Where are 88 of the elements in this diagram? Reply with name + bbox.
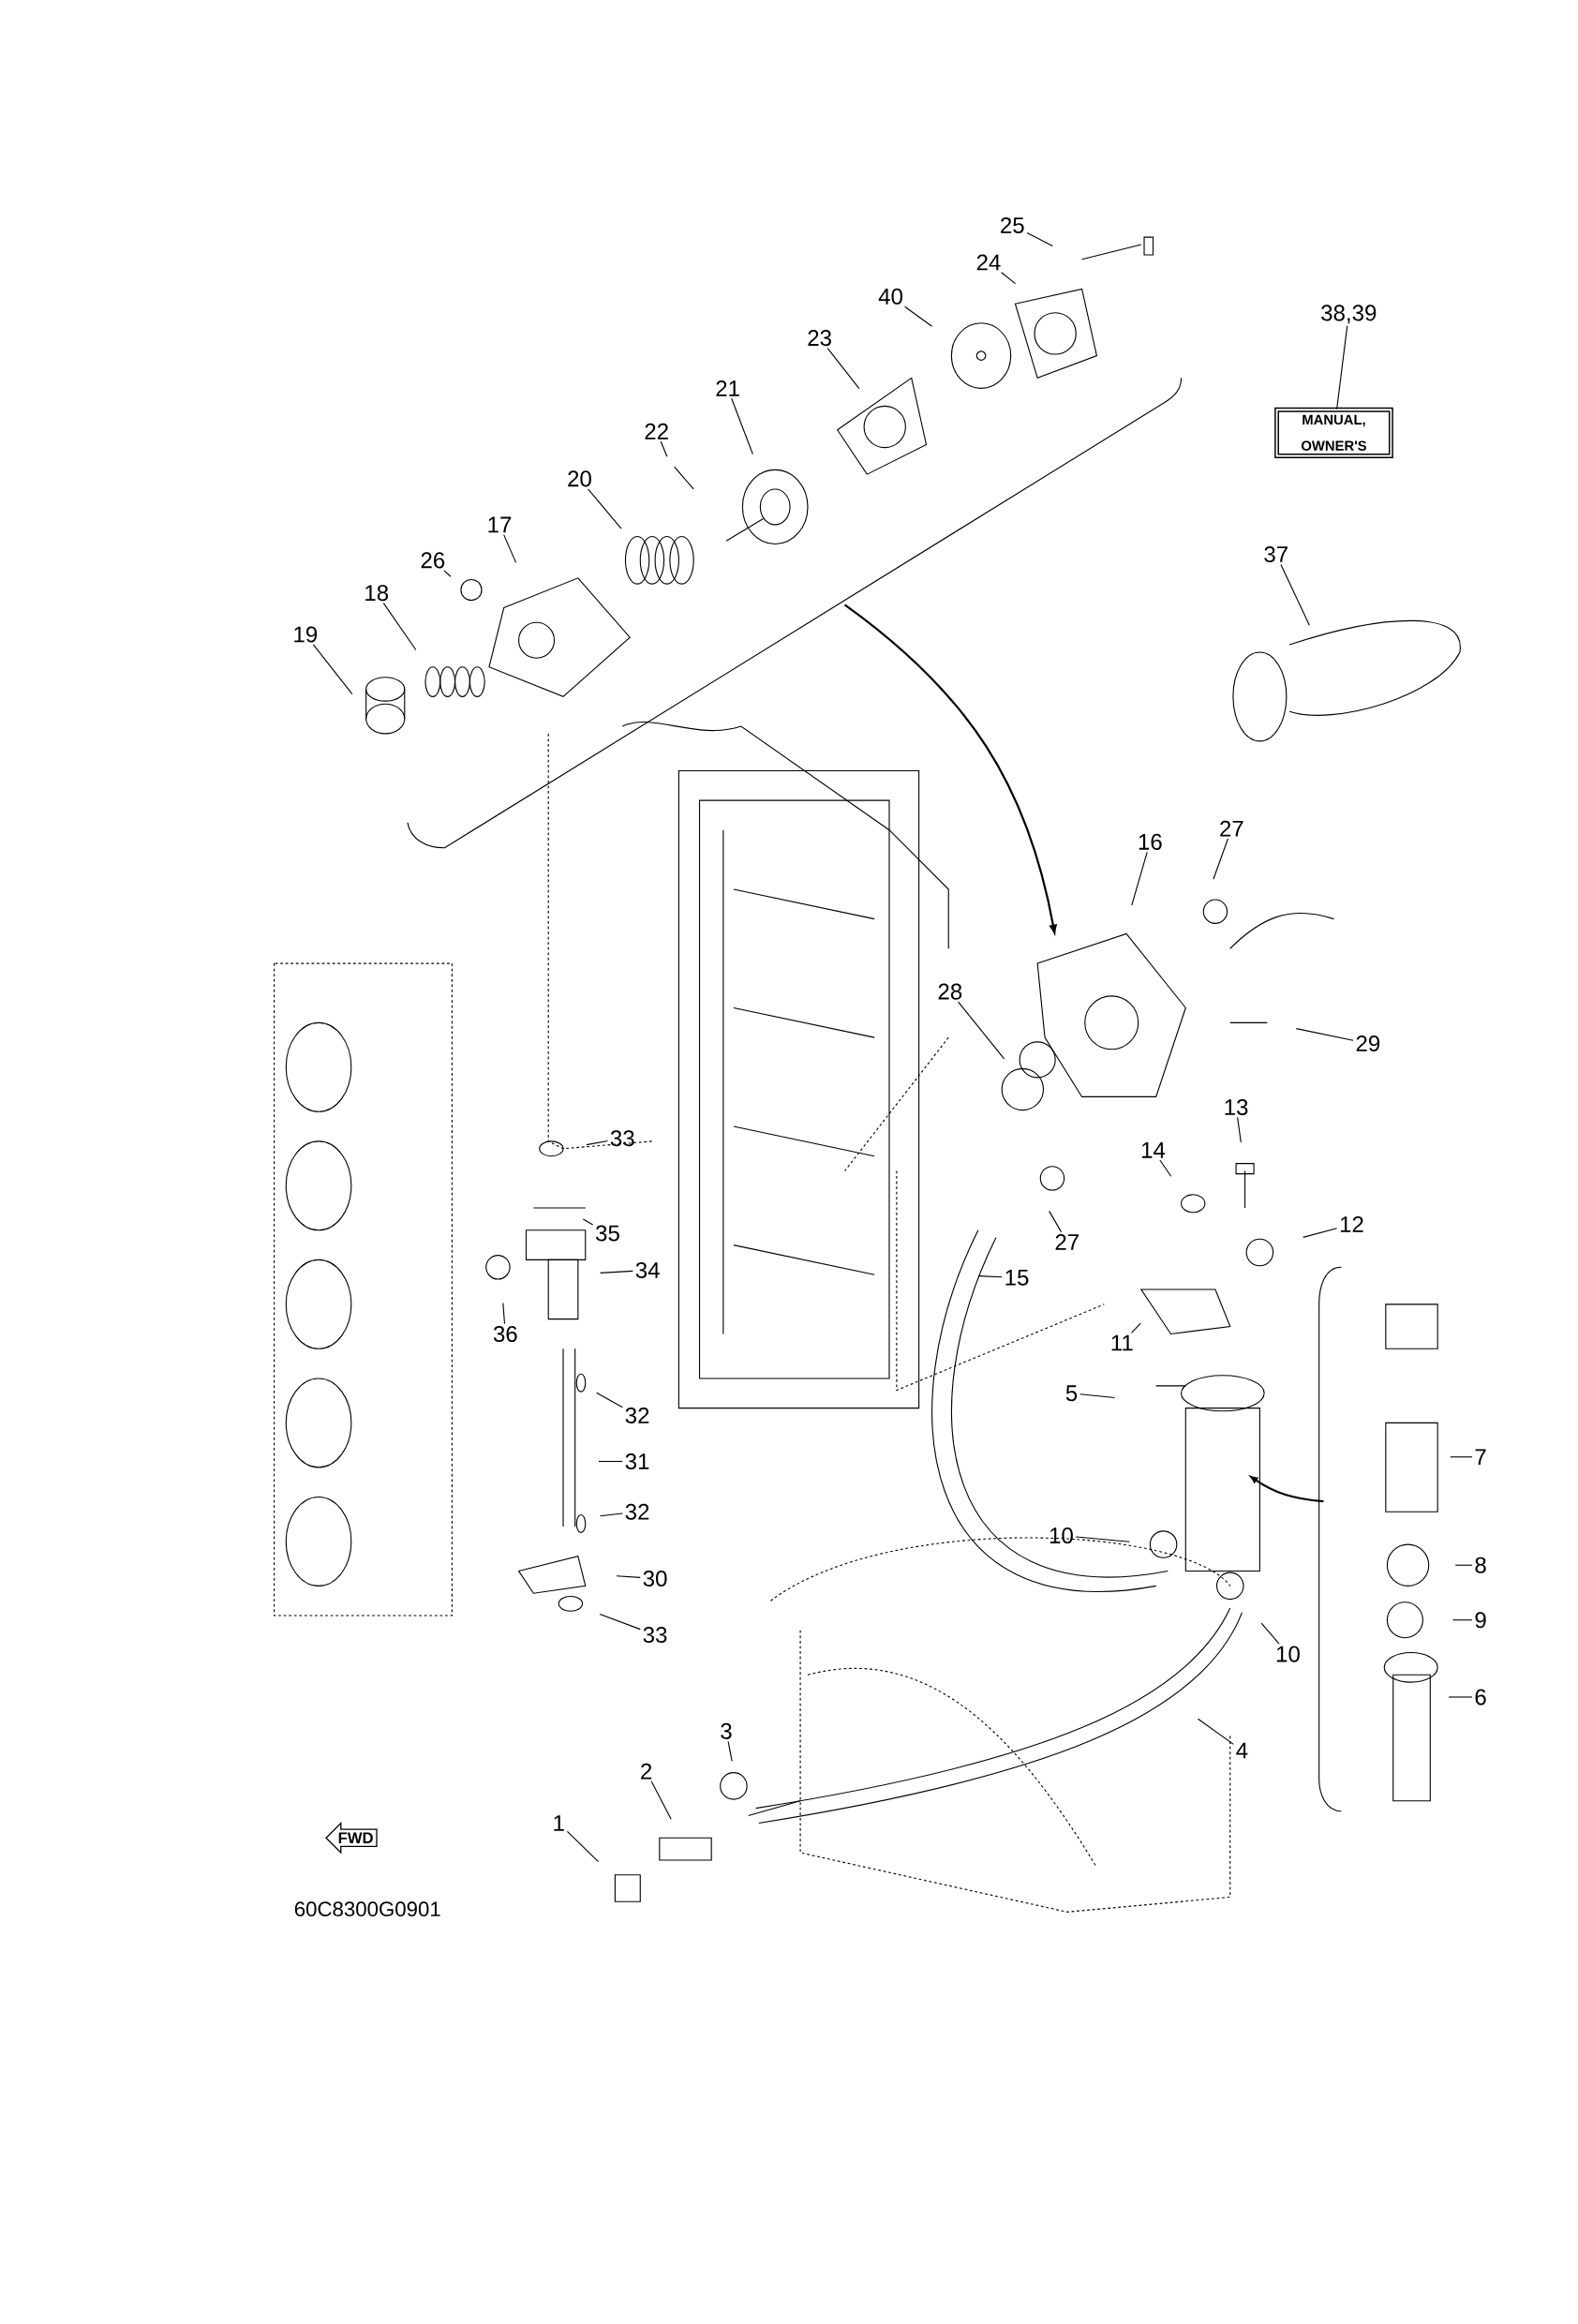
- leader-line: [1295, 1028, 1354, 1041]
- callout-number: 4: [1236, 1742, 1248, 1759]
- callout-number: 1: [554, 1815, 564, 1831]
- callout-number: 40: [878, 288, 902, 305]
- callout-number: 38,39: [1320, 305, 1377, 324]
- leader-line: [1448, 1696, 1473, 1698]
- callout-number: 14: [1141, 1142, 1165, 1158]
- leader-line: [903, 305, 932, 327]
- callout-number: 7: [1475, 1449, 1486, 1466]
- callout-number: 21: [716, 380, 739, 396]
- leader-line: [727, 1740, 733, 1763]
- callout-number: 11: [1111, 1334, 1133, 1351]
- callout-number: 37: [1264, 546, 1288, 563]
- leader-line: [586, 1140, 608, 1146]
- leader-line: [566, 1830, 599, 1863]
- leader-line: [1280, 563, 1310, 626]
- leader-line: [1000, 272, 1016, 285]
- part-code: 60C8300G0901: [294, 1901, 440, 1917]
- leader-line: [382, 603, 417, 651]
- leader-line: [730, 397, 753, 455]
- leader-line: [582, 1218, 593, 1226]
- callout-number: 36: [493, 1325, 517, 1342]
- callout-number: 33: [610, 1130, 634, 1147]
- leader-line: [1335, 325, 1348, 410]
- callout-number: 20: [568, 470, 591, 487]
- leader-line: [1236, 1116, 1242, 1143]
- callout-number: 33: [643, 1627, 667, 1644]
- callout-number: 22: [645, 423, 668, 439]
- leader-line: [977, 1275, 1003, 1278]
- callout-number: 13: [1225, 1098, 1248, 1115]
- leader-line: [599, 1512, 623, 1517]
- leader-line: [1213, 838, 1228, 880]
- leader-line: [1260, 1622, 1280, 1645]
- callout-number: 24: [976, 254, 1001, 271]
- callout-number: 9: [1475, 1612, 1486, 1629]
- leader-line: [826, 348, 860, 390]
- leader-line: [1026, 231, 1053, 246]
- leader-line: [1131, 851, 1148, 906]
- leader-line: [1079, 1393, 1115, 1399]
- leader-line: [312, 644, 353, 695]
- leader-line: [599, 1613, 641, 1631]
- callout-number: 28: [938, 983, 961, 1000]
- callout-number: 10: [1276, 1646, 1300, 1662]
- leader-line: [1450, 1456, 1473, 1458]
- callout-number: 26: [421, 552, 444, 569]
- callout-number: 35: [595, 1225, 619, 1242]
- callout-number: 19: [294, 626, 317, 643]
- callout-number: 3: [721, 1722, 732, 1739]
- callout-number: 25: [1000, 216, 1024, 233]
- callout-number: 6: [1475, 1689, 1486, 1706]
- leader-line: [957, 1001, 1005, 1060]
- callout-number: 30: [643, 1570, 667, 1587]
- leader-line: [587, 488, 622, 529]
- leader-line: [1130, 1322, 1141, 1333]
- callout-number: 5: [1065, 1385, 1077, 1402]
- leader-line: [595, 1392, 623, 1408]
- callout-number: 8: [1475, 1557, 1486, 1573]
- callout-number: 34: [635, 1261, 660, 1278]
- callout-number: 18: [365, 585, 388, 602]
- callout-number: 17: [488, 516, 511, 533]
- leader-line: [1454, 1564, 1473, 1566]
- leader-line: [502, 1302, 505, 1325]
- leader-line: [1159, 1159, 1171, 1177]
- callout-number: 31: [625, 1452, 649, 1470]
- callout-number: 23: [808, 330, 831, 347]
- leader-line: [443, 570, 452, 577]
- callout-number: 10: [1050, 1527, 1073, 1544]
- callout-number: 27: [1055, 1234, 1079, 1250]
- callout-number: 29: [1356, 1035, 1379, 1051]
- callout-number: 12: [1340, 1216, 1363, 1232]
- leader-line: [1451, 1619, 1473, 1621]
- manual-label: MANUAL, OWNER'S: [1273, 407, 1393, 458]
- leader-line: [1048, 1210, 1062, 1233]
- leader-line: [598, 1460, 623, 1463]
- leader-line: [599, 1270, 633, 1274]
- callout-number: 16: [1139, 833, 1162, 850]
- leader-line: [1302, 1228, 1337, 1238]
- leader-line: [1197, 1718, 1234, 1745]
- callout-number: 32: [625, 1407, 649, 1423]
- leader-line: [660, 440, 668, 457]
- callout-number: 27: [1219, 820, 1243, 837]
- callout-number: 15: [1005, 1269, 1029, 1286]
- leader-line: [502, 534, 516, 563]
- leader-line: [650, 1780, 672, 1820]
- callout-number: 32: [625, 1503, 649, 1520]
- leader-line: [616, 1575, 641, 1578]
- leader-line: [1075, 1536, 1130, 1542]
- callout-number: 2: [640, 1763, 651, 1780]
